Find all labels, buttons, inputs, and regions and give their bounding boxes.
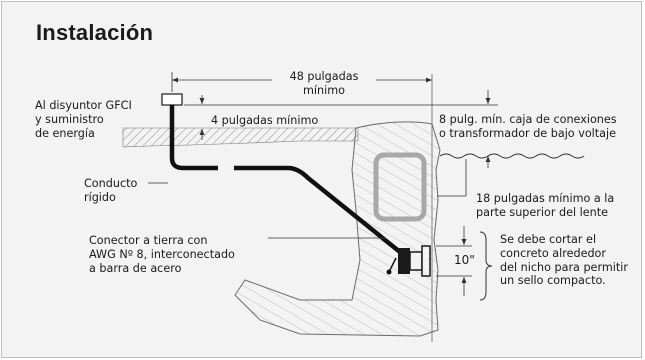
dim8-arrow-top	[485, 98, 491, 104]
dim4-arrow-bottom	[199, 129, 205, 135]
gfci-label-line2: y suministro	[35, 112, 104, 126]
gfci-label: Al disyuntor GFCI y suministro de energí…	[35, 99, 132, 140]
gfci-box	[161, 93, 183, 106]
top-span-label-line1: 48 pulgadas	[289, 70, 359, 83]
dim48-arrow-right	[426, 77, 432, 83]
junction-box-label: 8 pulg. mín. caja de conexiones o transf…	[439, 113, 617, 141]
dim10-label: 10"	[454, 253, 475, 267]
min4-label: 4 pulgadas mínimo	[211, 114, 319, 127]
light-fixture-rim	[421, 245, 431, 277]
pool-wall	[234, 121, 441, 337]
min18-label-line1: 18 pulgadas mínimo a la	[476, 192, 615, 205]
junction-box-label-line2: o transformador de bajo voltaje	[439, 126, 617, 140]
dim4-arrow-top	[199, 98, 205, 104]
top-span-label-line2: mínimo	[303, 83, 345, 97]
light-fixture-lens	[409, 251, 423, 271]
gfci-label-line3: de energía	[35, 126, 95, 140]
junction-box-label-line1: 8 pulg. mín. caja de conexiones	[439, 113, 617, 126]
concrete-note-line2: concreto alrededor	[500, 246, 606, 260]
min18-label-line2: parte superior del lente	[476, 205, 608, 219]
conduit-label-line2: rígido	[84, 190, 116, 204]
ground-label-line2: AWG Nº 8, interconectado	[89, 247, 235, 261]
rigid-conduit	[169, 105, 218, 171]
ground-bond-wire	[389, 257, 397, 271]
ground-label-line1: Conector a tierra con	[89, 234, 208, 247]
top-span-label: 48 pulgadas mínimo	[272, 70, 376, 98]
ground-connector-label: Conector a tierra con AWG Nº 8, intercon…	[89, 234, 235, 275]
deck-slab	[122, 127, 359, 148]
light-fixture-body	[398, 248, 410, 274]
concrete-note: Se debe cortar el concreto alrededor del…	[500, 233, 628, 288]
diagram-title: Instalación	[36, 20, 154, 45]
dim8-arrow-bottom	[485, 156, 491, 162]
ground-connector	[386, 269, 392, 275]
rigid-conduit-continued	[234, 165, 402, 254]
concrete-note-line4: un sello compacto.	[500, 274, 606, 288]
min18-label: 18 pulgadas mínimo a la parte superior d…	[476, 192, 614, 220]
concrete-note-line3: del nicho para permitir	[500, 260, 628, 274]
conduit-label: Conducto rígido	[84, 177, 137, 205]
concrete-brace	[479, 231, 493, 301]
light-niche	[373, 152, 427, 222]
dim10-arrow-top	[461, 239, 467, 245]
conduit-label-line1: Conducto	[84, 177, 138, 190]
ground-label-line3: a barra de acero	[89, 261, 182, 275]
water-surface	[439, 153, 585, 159]
dim10-arrow-bottom	[461, 277, 467, 283]
gfci-label-line1: Al disyuntor GFCI	[35, 99, 132, 112]
dim48-arrow-left	[172, 77, 178, 83]
concrete-note-line1: Se debe cortar el	[500, 233, 597, 246]
